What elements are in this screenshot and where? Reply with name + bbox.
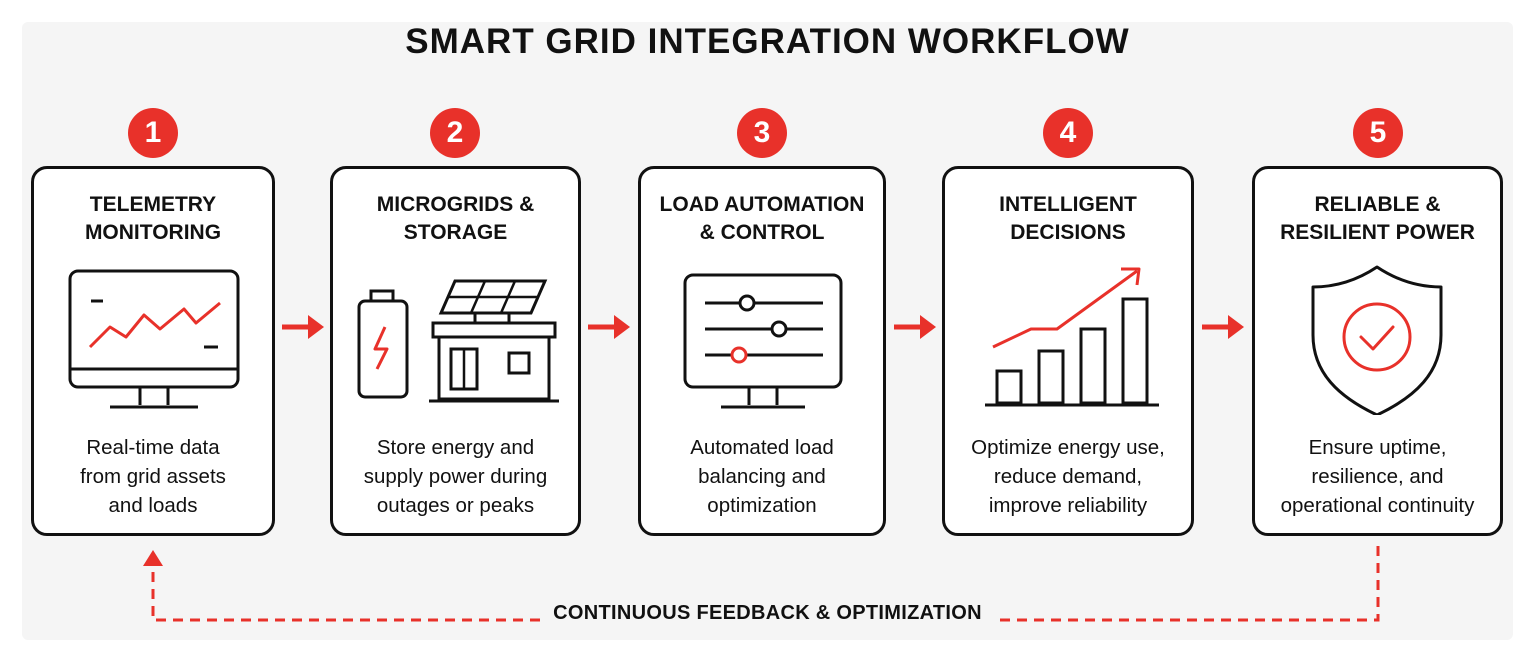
step-1-title: TELEMETRY MONITORING xyxy=(84,193,222,244)
step-1-card: TELEMETRY MONITORING Real-time data from… xyxy=(31,166,275,536)
arrow-right-icon xyxy=(282,315,324,339)
step-5-description: Ensure uptime, resilience, and operation… xyxy=(1280,436,1475,517)
step-3-card: LOAD AUTOMATION & CONTROL Automated load… xyxy=(638,166,886,536)
diagram-title: SMART GRID INTEGRATION WORKFLOW xyxy=(405,22,1130,61)
monitor-chart-icon xyxy=(68,269,240,409)
arrow-right-icon xyxy=(894,315,936,339)
arrow-right-icon xyxy=(588,315,630,339)
bar-chart-trend-icon xyxy=(985,267,1159,407)
step-1-badge: 1 xyxy=(128,108,178,158)
step-4-description: Optimize energy use, reduce demand, impr… xyxy=(971,436,1165,517)
step-4-title: INTELLIGENT DECISIONS xyxy=(999,193,1137,244)
monitor-sliders-icon xyxy=(683,273,843,409)
step-2-card: MICROGRIDS & STORAGE Store energy and su… xyxy=(330,166,581,536)
step-2-title: MICROGRIDS & STORAGE xyxy=(376,193,535,244)
step-5-badge: 5 xyxy=(1353,108,1403,158)
step-3-title: LOAD AUTOMATION & CONTROL xyxy=(659,193,865,244)
battery-solar-house-icon xyxy=(357,279,559,403)
step-1-description: Real-time data from grid assets and load… xyxy=(80,436,226,517)
step-2-badge: 2 xyxy=(430,108,480,158)
arrow-right-icon xyxy=(1202,315,1244,339)
step-4-badge: 4 xyxy=(1043,108,1093,158)
step-5-card: RELIABLE & RESILIENT POWER Ensure uptime… xyxy=(1252,166,1503,536)
step-4-card: INTELLIGENT DECISIONS Optimize energy us… xyxy=(942,166,1194,536)
step-3-badge: 3 xyxy=(737,108,787,158)
feedback-label-text: CONTINUOUS FEEDBACK & OPTIMIZATION xyxy=(541,602,994,624)
shield-check-icon xyxy=(1311,265,1443,415)
step-5-title: RELIABLE & RESILIENT POWER xyxy=(1280,193,1475,244)
feedback-label: CONTINUOUS FEEDBACK & OPTIMIZATION xyxy=(0,602,1535,625)
step-3-description: Automated load balancing and optimizatio… xyxy=(690,436,834,517)
step-2-description: Store energy and supply power during out… xyxy=(363,436,548,517)
